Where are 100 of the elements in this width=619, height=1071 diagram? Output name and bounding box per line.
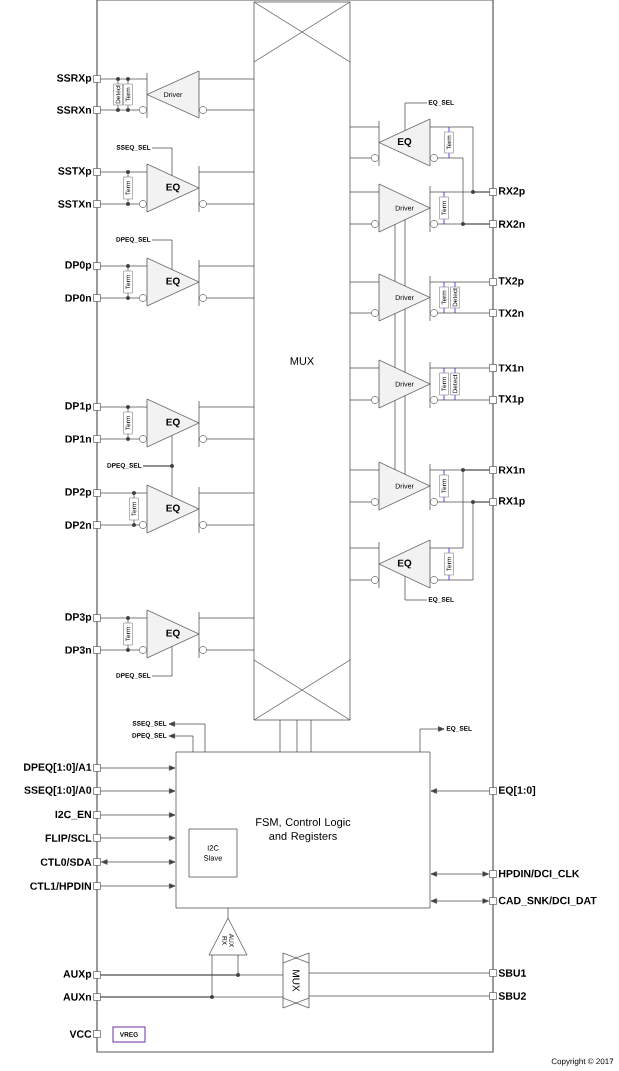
connector: [437, 312, 490, 314]
connector: [404, 308, 406, 373]
connector: [430, 898, 489, 904]
node-label: SSTXp: [58, 167, 92, 177]
node-label: TX1n: [498, 364, 524, 372]
pin: DP0n: [65, 294, 101, 302]
connector: [349, 157, 372, 159]
connector: [349, 367, 372, 369]
connector: [100, 203, 140, 205]
connector: [349, 579, 372, 581]
connector: [206, 297, 255, 299]
pin: RX2p: [489, 187, 525, 197]
pin: RX1p: [489, 497, 525, 507]
pin: AUXp: [63, 970, 101, 980]
pin: DP0p: [65, 261, 101, 271]
pin: TX2p: [489, 277, 524, 287]
node-label: SSRXn: [56, 106, 91, 114]
node-label: VCC: [69, 1030, 92, 1038]
amplifier: EQ: [138, 609, 208, 659]
connector: [430, 788, 490, 794]
node-label: DP3p: [65, 613, 92, 623]
connector: [100, 492, 140, 494]
pin: SBU2: [489, 992, 526, 1000]
connector: [349, 547, 372, 549]
pin: DP1n: [65, 435, 101, 443]
connector: [308, 972, 490, 974]
connector: [100, 171, 140, 173]
pin: RX2n: [489, 220, 525, 228]
node-label: TX1p: [498, 395, 524, 405]
connector: [101, 859, 176, 865]
connector: [349, 126, 372, 128]
connector: [349, 312, 372, 314]
connector: [296, 719, 298, 753]
connector: [206, 109, 255, 111]
node-label: SSTXn: [58, 200, 91, 208]
connector: [206, 203, 255, 205]
node-label: AUXn: [63, 993, 91, 1001]
connector: [206, 171, 255, 173]
pin: SSRXn: [56, 106, 101, 114]
pin: DP3p: [65, 613, 101, 623]
mux-block: MUX: [282, 952, 310, 1009]
connector: [308, 995, 490, 997]
connector: [404, 219, 406, 287]
connector: [404, 575, 428, 601]
pin: SBU1: [489, 969, 527, 977]
pin: TX1n: [489, 364, 524, 372]
amplifier: EQ: [138, 257, 208, 307]
pin: I2C_EN: [55, 810, 101, 820]
connector: [142, 465, 173, 497]
connector: [206, 617, 255, 619]
node-label: AUXp: [63, 970, 92, 980]
node-label: FLIP/SCL: [45, 834, 92, 842]
connector: [349, 223, 372, 225]
connector: [349, 501, 372, 503]
connector: [206, 406, 255, 408]
node-label: EQ[1:0]: [499, 786, 536, 796]
node-label: DP3n: [65, 646, 91, 654]
connector: [100, 954, 239, 976]
connector: [437, 469, 490, 549]
pin: TX2n: [489, 309, 524, 317]
pin: SSRXp: [56, 74, 101, 84]
amplifier: EQ: [138, 398, 208, 448]
connector: [349, 281, 372, 283]
connector: [100, 649, 140, 651]
connector: [279, 719, 281, 753]
connector: [100, 297, 140, 299]
node-label: TX2n: [498, 309, 524, 317]
connector: [404, 102, 428, 131]
connector: [437, 367, 490, 369]
connector: [394, 400, 396, 470]
pin: TX1p: [489, 395, 524, 405]
pin: SSEQ[1:0]/A0: [24, 786, 101, 796]
connector: [100, 438, 140, 440]
pin: DP2p: [65, 488, 101, 498]
node-label: DP1n: [65, 435, 91, 443]
connector: [100, 765, 176, 771]
amplifier: EQ: [370, 118, 439, 167]
pin: DP2n: [65, 521, 101, 529]
pin: SSTXn: [58, 200, 101, 208]
connector: [206, 438, 255, 440]
node-label: RX2p: [499, 187, 525, 197]
pin: RX1n: [489, 466, 525, 474]
node-label: I2C_EN: [55, 810, 91, 820]
node-label: SBU1: [498, 969, 527, 977]
pin: DP3n: [65, 646, 101, 654]
node-label: TX2p: [498, 277, 524, 287]
node-label: DP0p: [65, 261, 92, 271]
connector: [100, 812, 176, 818]
connector: [100, 835, 176, 841]
connector: [206, 492, 255, 494]
connector: [100, 109, 140, 111]
connector: [310, 719, 312, 753]
pin: HPDIN/DCI_CLK: [489, 869, 580, 879]
node-label: RX1n: [499, 466, 525, 474]
connector: [168, 733, 194, 753]
connector: [437, 281, 490, 283]
connector: [227, 907, 229, 919]
copyright-note: Copyright © 2017: [551, 1058, 614, 1066]
connector: [206, 265, 255, 267]
connector: [437, 399, 490, 401]
